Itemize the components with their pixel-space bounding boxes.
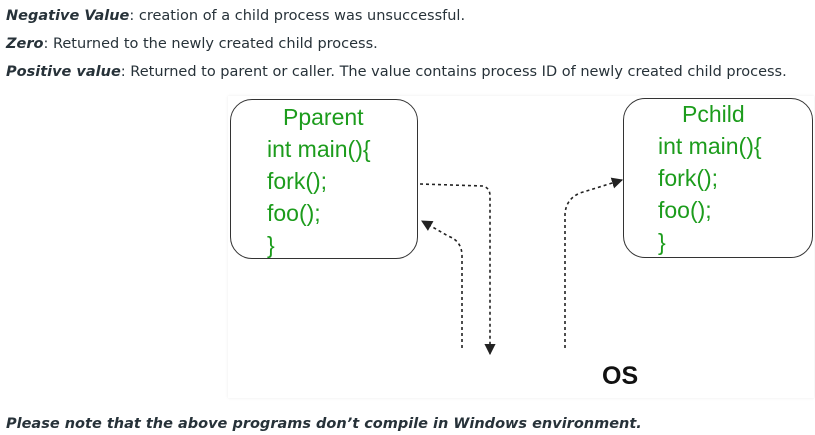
arrow-os-to-parent [421,220,463,348]
child-code-line: foo(); [658,197,712,223]
definition-negative-value: Negative Value: creation of a child proc… [6,6,465,26]
fork-diagram: Pparent int main(){ fork(); foo(); } Pch… [228,96,814,398]
definition-text: : Returned to the newly created child pr… [43,36,378,52]
child-process-box: Pchild int main(){ fork(); foo(); } [623,98,813,258]
child-code-line: } [658,229,666,255]
definition-text: : creation of a child process was unsucc… [129,8,466,24]
definition-zero: Zero: Returned to the newly created chil… [6,34,378,54]
parent-process-box: Pparent int main(){ fork(); foo(); } [230,99,418,259]
definition-term: Positive value [6,64,121,80]
parent-process-title: Pparent [283,104,364,130]
definition-text: : Returned to parent or caller. The valu… [120,64,787,80]
arrow-os-to-child [564,177,624,348]
child-process-title: Pchild [682,101,745,127]
child-code-line: fork(); [658,165,719,191]
parent-code-line: foo(); [267,200,321,226]
parent-code-line: fork(); [267,168,328,194]
definition-term: Negative Value [6,8,130,24]
parent-code-line: } [267,232,275,258]
windows-note: Please note that the above programs don’… [6,416,642,432]
os-label: OS [602,362,639,390]
definition-positive-value: Positive value: Returned to parent or ca… [6,62,787,82]
parent-code-line: int main(){ [267,136,371,162]
arrows-layer [419,177,624,356]
definition-term: Zero [6,36,44,52]
arrow-parent-to-os [419,183,496,356]
child-code-line: int main(){ [658,133,762,159]
